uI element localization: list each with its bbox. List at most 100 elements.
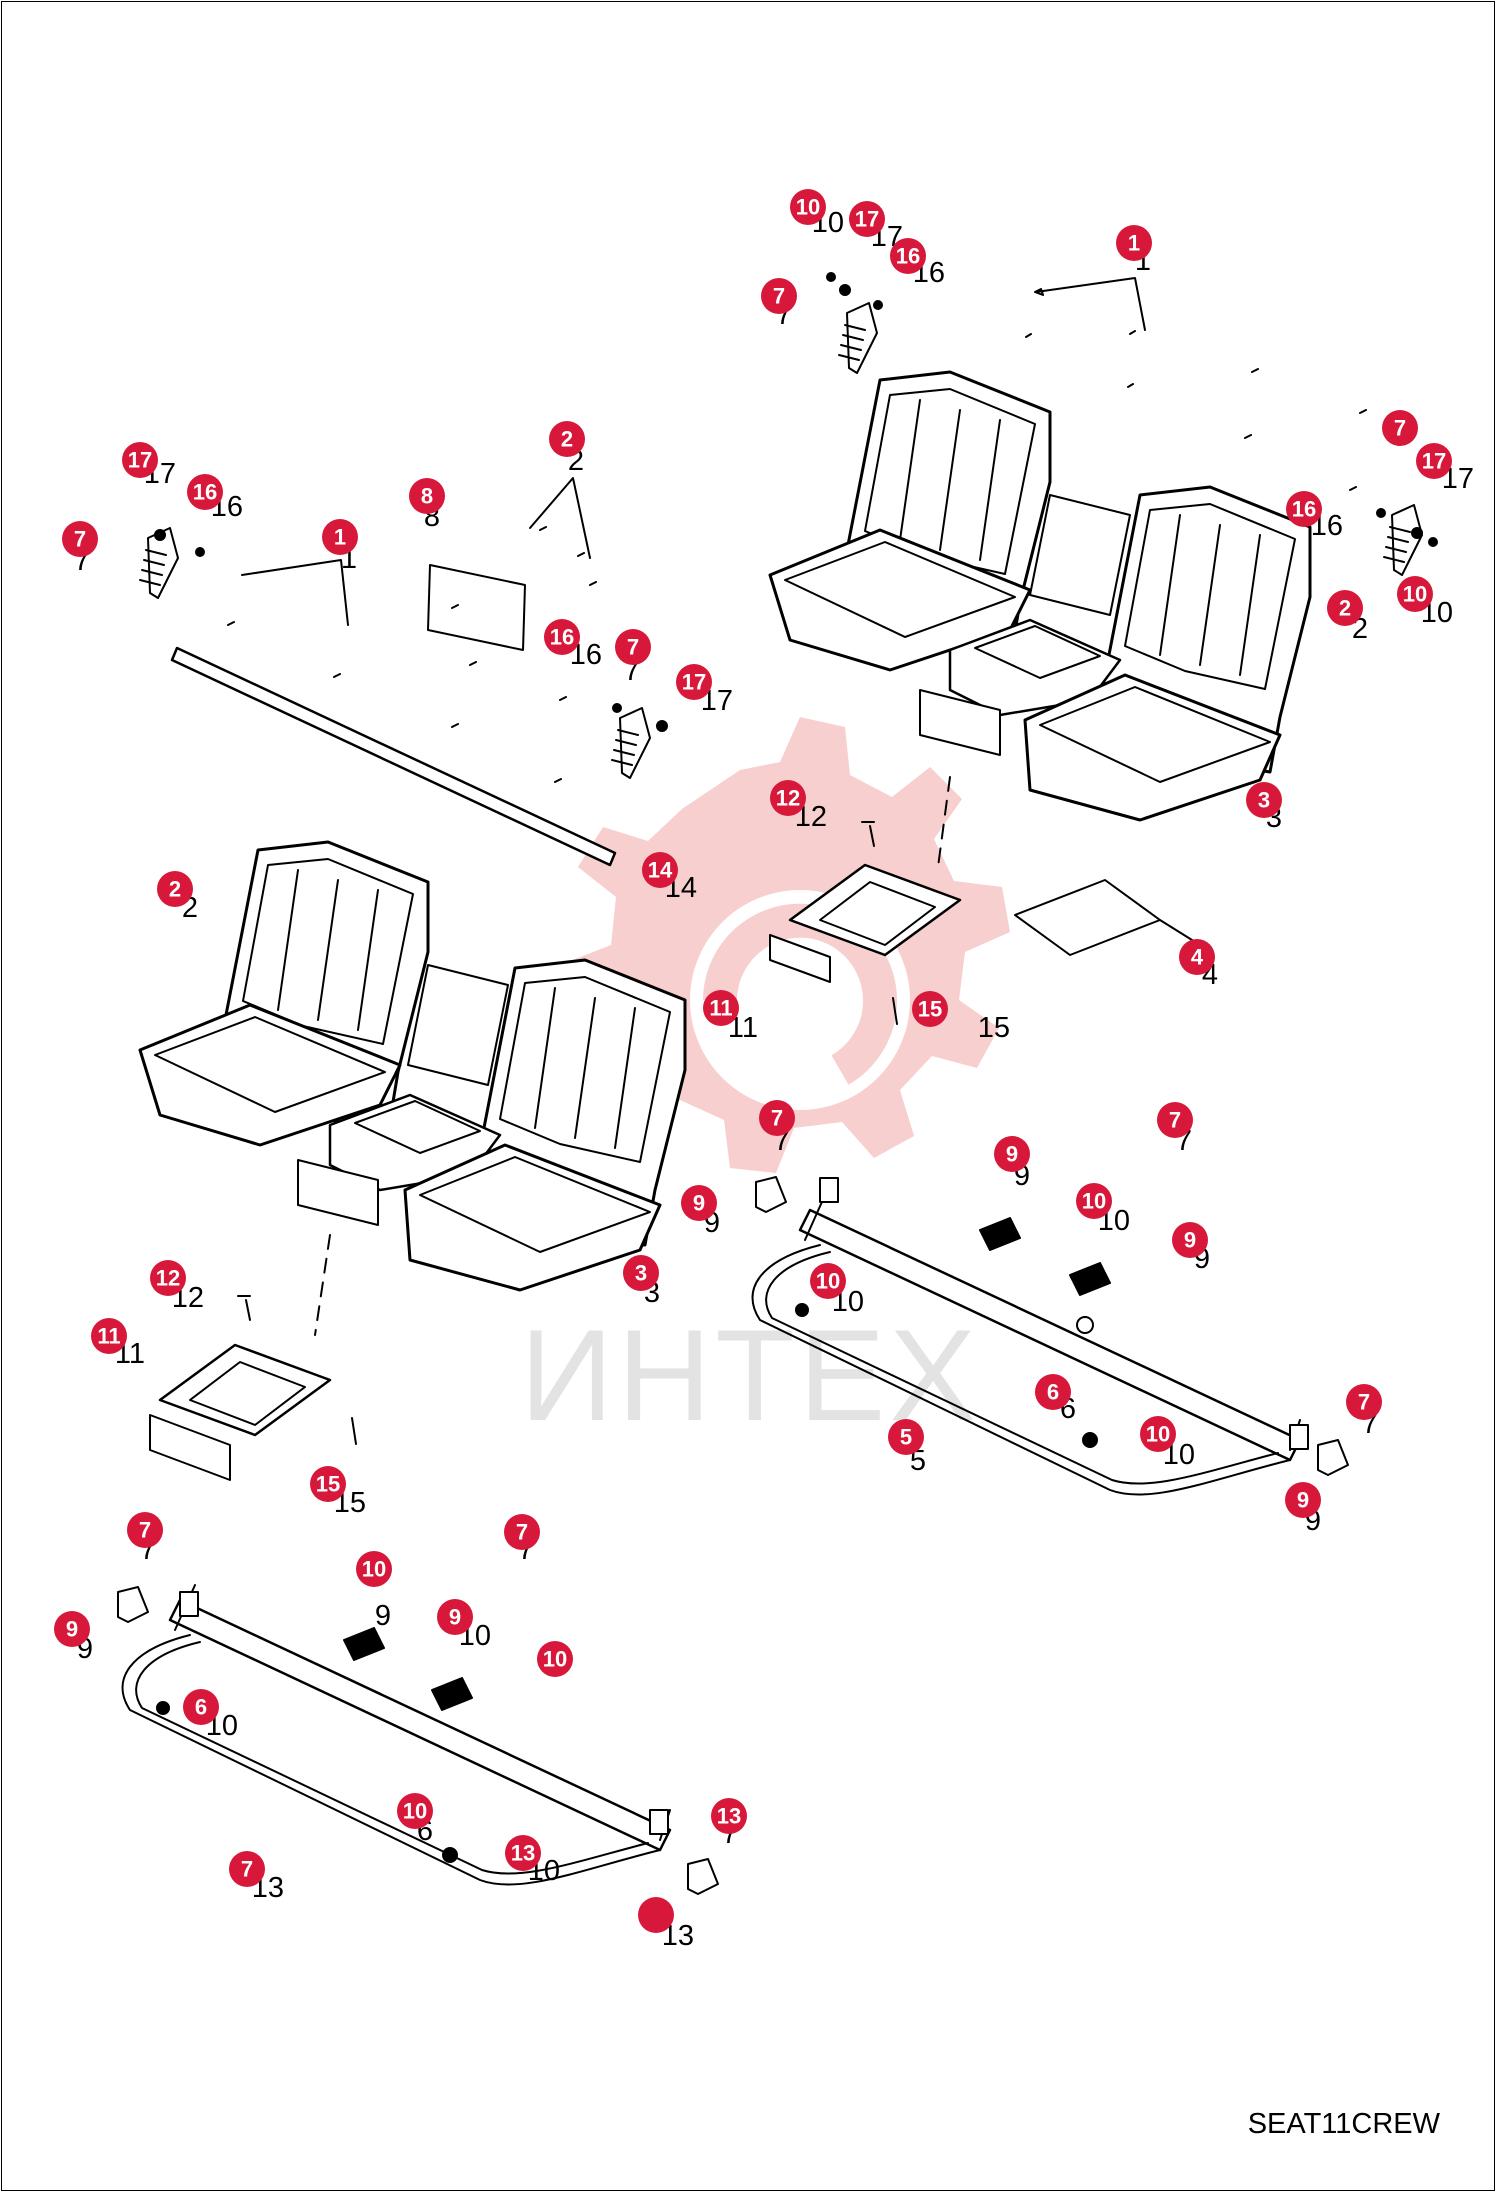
callout-bubble: 17 xyxy=(849,201,885,237)
callout-bubble: 9 xyxy=(54,1611,90,1647)
callout-bubble: 10 xyxy=(397,1793,433,1829)
callout-bubble: 15 xyxy=(310,1466,346,1502)
svg-text:12: 12 xyxy=(156,1266,180,1291)
callout-bubble: 7 xyxy=(761,278,797,314)
callout-bubble: 7 xyxy=(229,1851,265,1887)
callout-bubble: 10 xyxy=(1397,576,1433,612)
svg-text:9: 9 xyxy=(449,1605,461,1630)
callout-bubble: 9 xyxy=(437,1599,473,1635)
svg-text:7: 7 xyxy=(1169,1108,1181,1133)
svg-text:16: 16 xyxy=(550,625,574,650)
upper-left-parts xyxy=(139,477,668,867)
svg-text:14: 14 xyxy=(648,858,673,883)
svg-text:13: 13 xyxy=(511,1841,535,1866)
callout-bubble: 10 xyxy=(1140,1416,1176,1452)
svg-text:7: 7 xyxy=(773,284,785,309)
callout-bubble: 1 xyxy=(1116,225,1152,261)
svg-text:2: 2 xyxy=(1339,596,1351,621)
callout-bubble: 9 xyxy=(1285,1482,1321,1518)
callout-bubble: 9 xyxy=(1172,1222,1208,1258)
mid-left-bench-seat xyxy=(138,840,687,1292)
svg-text:10: 10 xyxy=(362,1557,386,1582)
svg-text:7: 7 xyxy=(74,527,86,552)
svg-text:16: 16 xyxy=(896,244,920,269)
callout-bubbles: 10 17 16 7 1 2 8 1 17 16 7 16 7 17 7 17 … xyxy=(54,189,1452,1933)
callout-bubble: 7 xyxy=(1346,1384,1382,1420)
upper-right-hardware xyxy=(826,272,1438,576)
callout-bubble: 13 xyxy=(711,1798,747,1834)
callout-bubble: 1 xyxy=(322,519,358,555)
callout-bubble: 10 xyxy=(790,189,826,225)
svg-text:17: 17 xyxy=(1422,449,1446,474)
svg-text:16: 16 xyxy=(193,480,217,505)
svg-text:17: 17 xyxy=(682,670,706,695)
svg-text:17: 17 xyxy=(855,207,879,232)
callout-bubble: 10 xyxy=(1076,1183,1112,1219)
callout-bubble: 10 xyxy=(537,1641,573,1677)
callout-bubble xyxy=(638,1897,674,1933)
callout-bubble: 17 xyxy=(122,442,158,478)
callout-bubble: 9 xyxy=(681,1185,717,1221)
callout-bubble: 2 xyxy=(157,871,193,907)
svg-text:7: 7 xyxy=(139,1518,151,1543)
callout-bubble: 12 xyxy=(150,1260,186,1296)
right-seat-frame xyxy=(751,1176,1349,1496)
svg-text:13: 13 xyxy=(717,1804,741,1829)
callout-bubble: 7 xyxy=(62,521,98,557)
callout-bubble: 5 xyxy=(888,1419,924,1455)
svg-text:10: 10 xyxy=(816,1269,840,1294)
svg-text:7: 7 xyxy=(627,635,639,660)
callout-bubble: 7 xyxy=(1382,410,1418,446)
callout-bubble: 2 xyxy=(1327,590,1363,626)
svg-text:3: 3 xyxy=(1258,788,1270,813)
svg-text:9: 9 xyxy=(693,1191,705,1216)
svg-text:9: 9 xyxy=(1297,1488,1309,1513)
svg-text:16: 16 xyxy=(1292,497,1316,522)
svg-text:6: 6 xyxy=(1047,1380,1059,1405)
callout-bubble: 14 xyxy=(642,852,678,888)
pad-4 xyxy=(1014,879,1161,956)
callout-bubble: 3 xyxy=(1246,782,1282,818)
svg-text:10: 10 xyxy=(796,195,820,220)
callout-bubble: 13 xyxy=(505,1835,541,1871)
svg-text:8: 8 xyxy=(421,484,433,509)
callout-bubble: 15 xyxy=(912,991,948,1027)
svg-text:9: 9 xyxy=(1184,1228,1196,1253)
callout-bubble: 8 xyxy=(409,478,445,514)
svg-text:7: 7 xyxy=(516,1520,528,1545)
svg-text:10: 10 xyxy=(1082,1189,1106,1214)
svg-text:10: 10 xyxy=(403,1799,427,1824)
svg-text:9: 9 xyxy=(1006,1142,1018,1167)
svg-text:10: 10 xyxy=(543,1647,567,1672)
callout-bubble: 16 xyxy=(544,619,580,655)
ref-label: 9 xyxy=(375,1600,391,1632)
drawing-reference-code: SEAT11CREW xyxy=(1248,2108,1441,2140)
console-trays xyxy=(149,776,1201,1481)
callout-bubble: 7 xyxy=(127,1512,163,1548)
svg-text:15: 15 xyxy=(316,1472,340,1497)
callout-bubble: 16 xyxy=(1286,491,1322,527)
svg-text:1: 1 xyxy=(334,525,346,550)
svg-text:17: 17 xyxy=(128,448,152,473)
svg-text:10: 10 xyxy=(1146,1422,1170,1447)
callout-bubble: 10 xyxy=(810,1263,846,1299)
callout-bubble: 3 xyxy=(623,1255,659,1291)
svg-text:11: 11 xyxy=(97,1324,120,1349)
callout-bubble: 10 xyxy=(356,1551,392,1587)
svg-text:7: 7 xyxy=(771,1106,783,1131)
callout-bubble: 7 xyxy=(615,629,651,665)
svg-text:11: 11 xyxy=(709,996,732,1021)
callout-bubble: 11 xyxy=(91,1318,127,1354)
svg-text:15: 15 xyxy=(918,997,942,1022)
callout-bubble: 17 xyxy=(676,664,712,700)
svg-text:12: 12 xyxy=(776,786,800,811)
ref-label: 15 xyxy=(978,1012,1010,1044)
svg-text:9: 9 xyxy=(66,1617,78,1642)
callout-bubble: 6 xyxy=(183,1689,219,1725)
callout-bubble: 9 xyxy=(994,1136,1030,1172)
callout-bubble: 16 xyxy=(187,474,223,510)
svg-text:7: 7 xyxy=(241,1857,253,1882)
left-seat-frame xyxy=(117,1584,719,1895)
